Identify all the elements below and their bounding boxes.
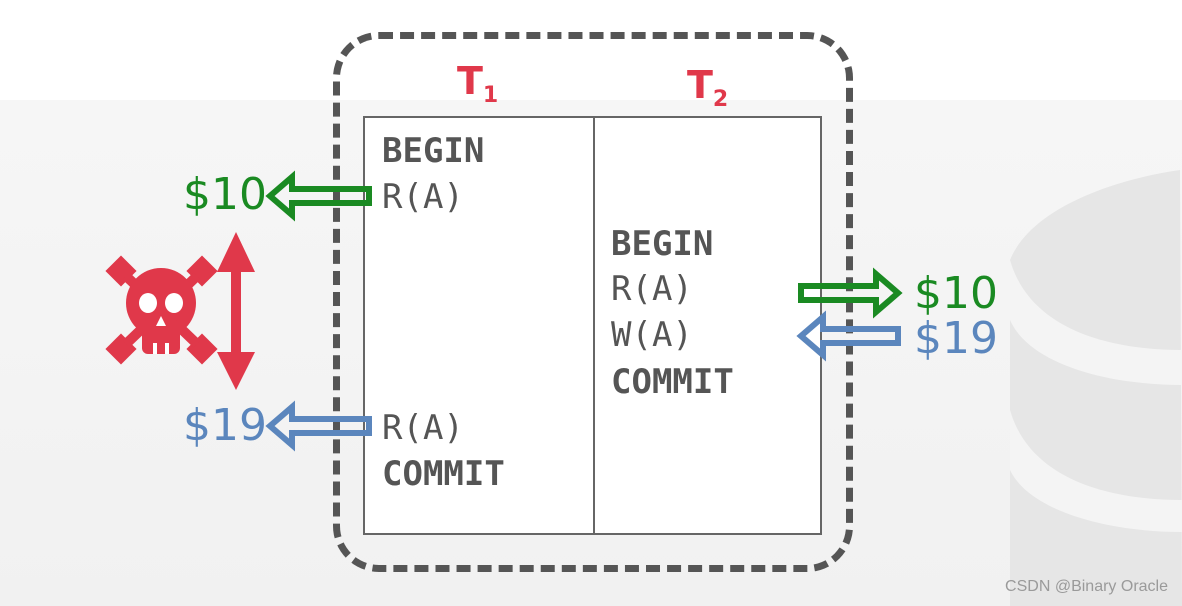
column-divider [593, 118, 595, 533]
t2-begin: BEGIN [611, 224, 714, 264]
t1-read-arrow [265, 170, 372, 222]
t2-read-a: R(A) [611, 269, 693, 309]
schedule-table [363, 116, 822, 535]
watermark-credit: CSDN @Binary Oracle [1005, 578, 1168, 595]
t2-read-value: $10 [914, 268, 998, 319]
t1-first-read-value: $10 [183, 169, 267, 220]
t2-commit: COMMIT [611, 362, 734, 402]
t2-write-a: W(A) [611, 315, 693, 355]
database-icon [1010, 170, 1182, 606]
t1-read-a: R(A) [382, 177, 464, 217]
t1-begin: BEGIN [382, 131, 485, 171]
skull-crossbones-icon [105, 255, 218, 365]
t2-write-arrow [796, 310, 901, 362]
t2-header: T2 [687, 63, 729, 112]
t1-header: T1 [457, 59, 499, 108]
t1-read-a-again: R(A) [382, 408, 464, 448]
t2-write-value: $19 [914, 313, 998, 364]
t1-commit: COMMIT [382, 454, 505, 494]
t1-second-read-value: $19 [183, 400, 267, 451]
t1-second-read-arrow [265, 400, 372, 452]
t2-read-arrow [798, 267, 903, 319]
double-arrow-icon [217, 232, 255, 390]
